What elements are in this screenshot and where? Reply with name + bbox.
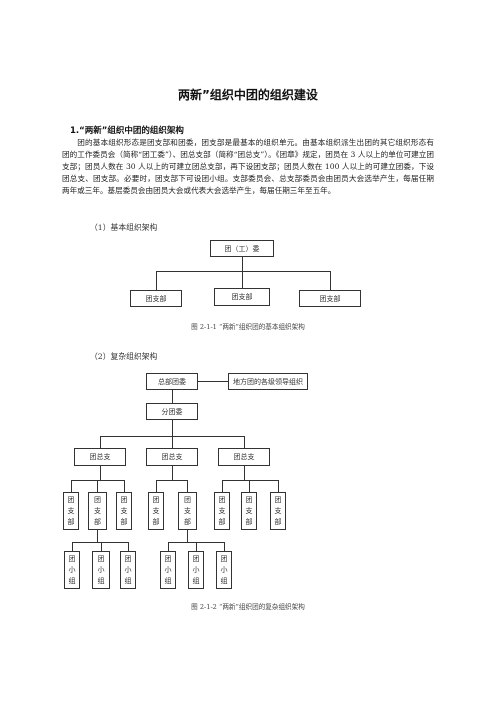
connector <box>224 542 225 551</box>
connector <box>330 271 331 290</box>
hq-committee-box: 总部团委 <box>146 373 198 390</box>
branch-committee-box: 分团委 <box>146 403 198 420</box>
general-branch-box: 团总支 <box>74 448 126 466</box>
basic-branch-box: 团支部 <box>130 290 182 307</box>
connector <box>187 530 188 542</box>
connector <box>278 480 279 492</box>
basic-chart-caption: 图 2-1-1 “两新”组织团的基本组织架构 <box>191 323 305 331</box>
connector <box>101 542 102 551</box>
group-box: 团小组 <box>216 551 232 589</box>
connector <box>100 466 101 480</box>
connector <box>128 542 129 551</box>
branch-box: 团支部 <box>241 492 257 530</box>
branch-box: 团支部 <box>63 492 79 530</box>
connector <box>187 480 188 492</box>
connector <box>97 480 98 492</box>
connector <box>222 480 223 492</box>
connector <box>156 480 157 492</box>
connector <box>168 542 169 551</box>
basic-branch-box: 团支部 <box>214 288 270 306</box>
group-box: 团小组 <box>160 551 176 589</box>
connector <box>156 271 330 272</box>
basic-root-box: 团（工）委 <box>210 240 274 257</box>
connector <box>196 542 197 551</box>
connector <box>156 480 187 481</box>
group-box: 团小组 <box>188 551 204 589</box>
connector <box>198 381 228 382</box>
group-box: 团小组 <box>92 551 110 589</box>
connector <box>156 271 157 290</box>
connector <box>72 542 128 543</box>
basic-branch-box: 团支部 <box>299 290 361 307</box>
document-title: 两新”组织中团的组织建设 <box>178 88 318 102</box>
local-leadership-box: 地方团的各级领导组织 <box>228 373 308 390</box>
connector <box>222 480 278 481</box>
connector <box>172 420 173 436</box>
group-box: 团小组 <box>120 551 136 589</box>
branch-box: 团支部 <box>148 492 164 530</box>
body-paragraph: 团的基本组织形态是团支部和团委，团支部是最基本的组织单元。由基本组织派生出团的其… <box>62 138 434 195</box>
connector <box>72 542 73 551</box>
connector <box>71 480 72 492</box>
connector <box>249 480 250 492</box>
complex-structure-heading: （2）复杂组织架构 <box>90 352 158 361</box>
complex-chart-caption: 图 2-1-2 “两新”组织团的复杂组织架构 <box>191 603 305 611</box>
branch-box: 团支部 <box>214 492 230 530</box>
branch-box: 团支部 <box>178 492 197 530</box>
basic-structure-heading: （1）基本组织架构 <box>90 223 158 232</box>
group-box: 团小组 <box>64 551 80 589</box>
connector <box>100 436 101 448</box>
general-branch-box: 团总支 <box>218 448 270 466</box>
connector <box>242 257 243 271</box>
branch-box: 团支部 <box>270 492 286 530</box>
general-branch-box: 团总支 <box>146 448 198 466</box>
connector <box>172 390 173 403</box>
connector <box>97 530 98 542</box>
connector <box>242 271 243 288</box>
connector <box>244 436 245 448</box>
connector <box>172 466 173 480</box>
section-heading: 1.“两新”组织中团的组织架构 <box>70 126 184 136</box>
connector <box>244 466 245 480</box>
branch-box: 团支部 <box>88 492 107 530</box>
connector <box>172 436 173 448</box>
connector <box>124 480 125 492</box>
branch-box: 团支部 <box>116 492 132 530</box>
